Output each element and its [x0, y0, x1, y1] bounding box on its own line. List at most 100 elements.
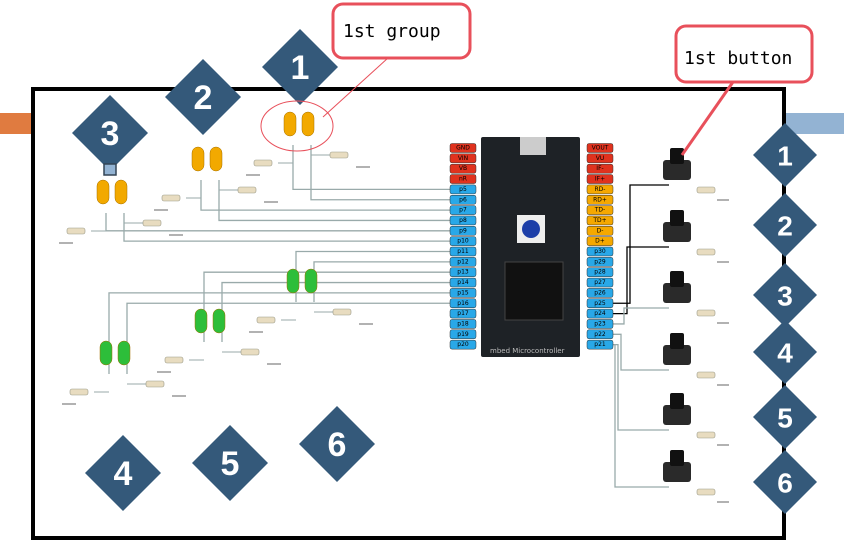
- led-group-marker-5-diamond: [192, 425, 268, 501]
- resistor: [696, 431, 716, 439]
- button-marker-5-diamond: [753, 385, 817, 449]
- pin-p23: [586, 319, 614, 329]
- callout-button-pointer: [680, 81, 735, 156]
- led-group-marker-2-diamond: [165, 59, 241, 135]
- pin-rd-: [586, 184, 614, 195]
- pin-label: p17: [457, 310, 469, 317]
- push-button[interactable]: [670, 148, 684, 164]
- reset-button-cap[interactable]: [522, 220, 540, 238]
- pin-label: p9: [459, 227, 467, 234]
- pin-label: p21: [594, 341, 606, 348]
- pin-label: VOUT: [592, 145, 609, 152]
- pin-p13: [449, 267, 477, 277]
- resistor: [69, 388, 89, 396]
- pin-p30: [586, 246, 614, 257]
- pin-label: p15: [457, 289, 469, 296]
- pin-p11: [449, 246, 477, 257]
- button-marker-3-label: 3: [777, 281, 793, 312]
- pin-vb: [449, 163, 477, 174]
- led-group-marker-2-label: 2: [194, 79, 213, 117]
- pin-p8: [449, 215, 477, 226]
- resistor: [164, 356, 184, 364]
- pin-p20: [449, 339, 477, 350]
- pin-label: VIN: [458, 155, 468, 162]
- pin-d+: [586, 236, 614, 246]
- pin-p9: [449, 226, 477, 236]
- callout-button-text: 1st button: [684, 48, 792, 69]
- pin-p22: [586, 329, 614, 340]
- pin-p28: [586, 267, 614, 277]
- pin-p12: [449, 257, 477, 267]
- callout-button: 1st button: [674, 24, 814, 156]
- button-marker-6-diamond: [753, 450, 817, 514]
- button-wire: [613, 333, 669, 371]
- button-marker-4-label: 4: [777, 338, 793, 369]
- pin-p29: [586, 257, 614, 267]
- button-marker-3-diamond: [753, 263, 817, 327]
- push-button-base[interactable]: [663, 462, 691, 482]
- button-marker-4-diamond: [753, 320, 817, 384]
- push-button[interactable]: [670, 271, 684, 287]
- pin-if+: [586, 174, 614, 184]
- push-button-base[interactable]: [663, 160, 691, 180]
- resistor: [145, 380, 165, 388]
- left-accent-bar: [0, 113, 34, 134]
- resistor: [161, 194, 181, 202]
- push-button[interactable]: [670, 450, 684, 466]
- push-button[interactable]: [670, 393, 684, 409]
- pin-td+: [586, 215, 614, 226]
- pin-label: p13: [457, 269, 469, 276]
- resistor: [329, 151, 349, 159]
- pin-rd+: [586, 195, 614, 205]
- pin-p18: [449, 319, 477, 329]
- push-button-base[interactable]: [663, 405, 691, 425]
- led-wire: [292, 145, 450, 191]
- push-button-base[interactable]: [663, 345, 691, 365]
- led-group-marker-1-label: 1: [291, 49, 310, 87]
- button-marker-2-label: 2: [777, 211, 793, 242]
- push-button[interactable]: [670, 210, 684, 226]
- pin-label: p6: [459, 196, 467, 203]
- button-marker-1-label: 1: [777, 141, 793, 172]
- pin-label: p8: [459, 217, 467, 224]
- pin-label: p26: [594, 289, 606, 296]
- pin-label: p30: [594, 248, 606, 255]
- button-marker-6-label: 6: [777, 468, 793, 499]
- push-button-base[interactable]: [663, 283, 691, 303]
- pin-label: p11: [457, 248, 469, 255]
- push-button-base[interactable]: [663, 222, 691, 242]
- led: [286, 268, 300, 294]
- led: [114, 179, 128, 205]
- pin-label: p27: [594, 279, 606, 286]
- push-button[interactable]: [670, 333, 684, 349]
- led-group-marker-5-label: 5: [221, 445, 240, 483]
- board-label: mbed Microcontroller: [490, 347, 565, 355]
- pin-p5: [449, 184, 477, 195]
- pin-label: p18: [457, 320, 469, 327]
- led-wire: [123, 213, 450, 242]
- button-wire: [613, 343, 669, 488]
- resistor: [142, 219, 162, 227]
- pin-d-: [586, 226, 614, 236]
- pin-p14: [449, 277, 477, 288]
- led: [99, 340, 113, 366]
- pin-label: IF-: [596, 165, 603, 172]
- led-group-marker-6-label: 6: [328, 426, 347, 464]
- callout-group-text: 1st group: [343, 21, 441, 42]
- pin-p19: [449, 329, 477, 340]
- pin-p25: [586, 298, 614, 308]
- pin-label: p29: [594, 258, 606, 265]
- resistor: [696, 309, 716, 317]
- pin-label: D+: [595, 238, 605, 245]
- pin-p16: [449, 298, 477, 308]
- pin-label: RD+: [593, 196, 607, 203]
- pin-label: p5: [459, 186, 467, 193]
- led-group-marker-3-label: 3: [101, 115, 120, 153]
- led: [117, 340, 131, 366]
- led-group-marker-3-diamond: [72, 95, 148, 171]
- button-wire: [613, 246, 669, 315]
- button-marker-1-diamond: [753, 123, 817, 187]
- resistor: [696, 186, 716, 194]
- pin-td-: [586, 205, 614, 215]
- led-wire: [200, 180, 450, 211]
